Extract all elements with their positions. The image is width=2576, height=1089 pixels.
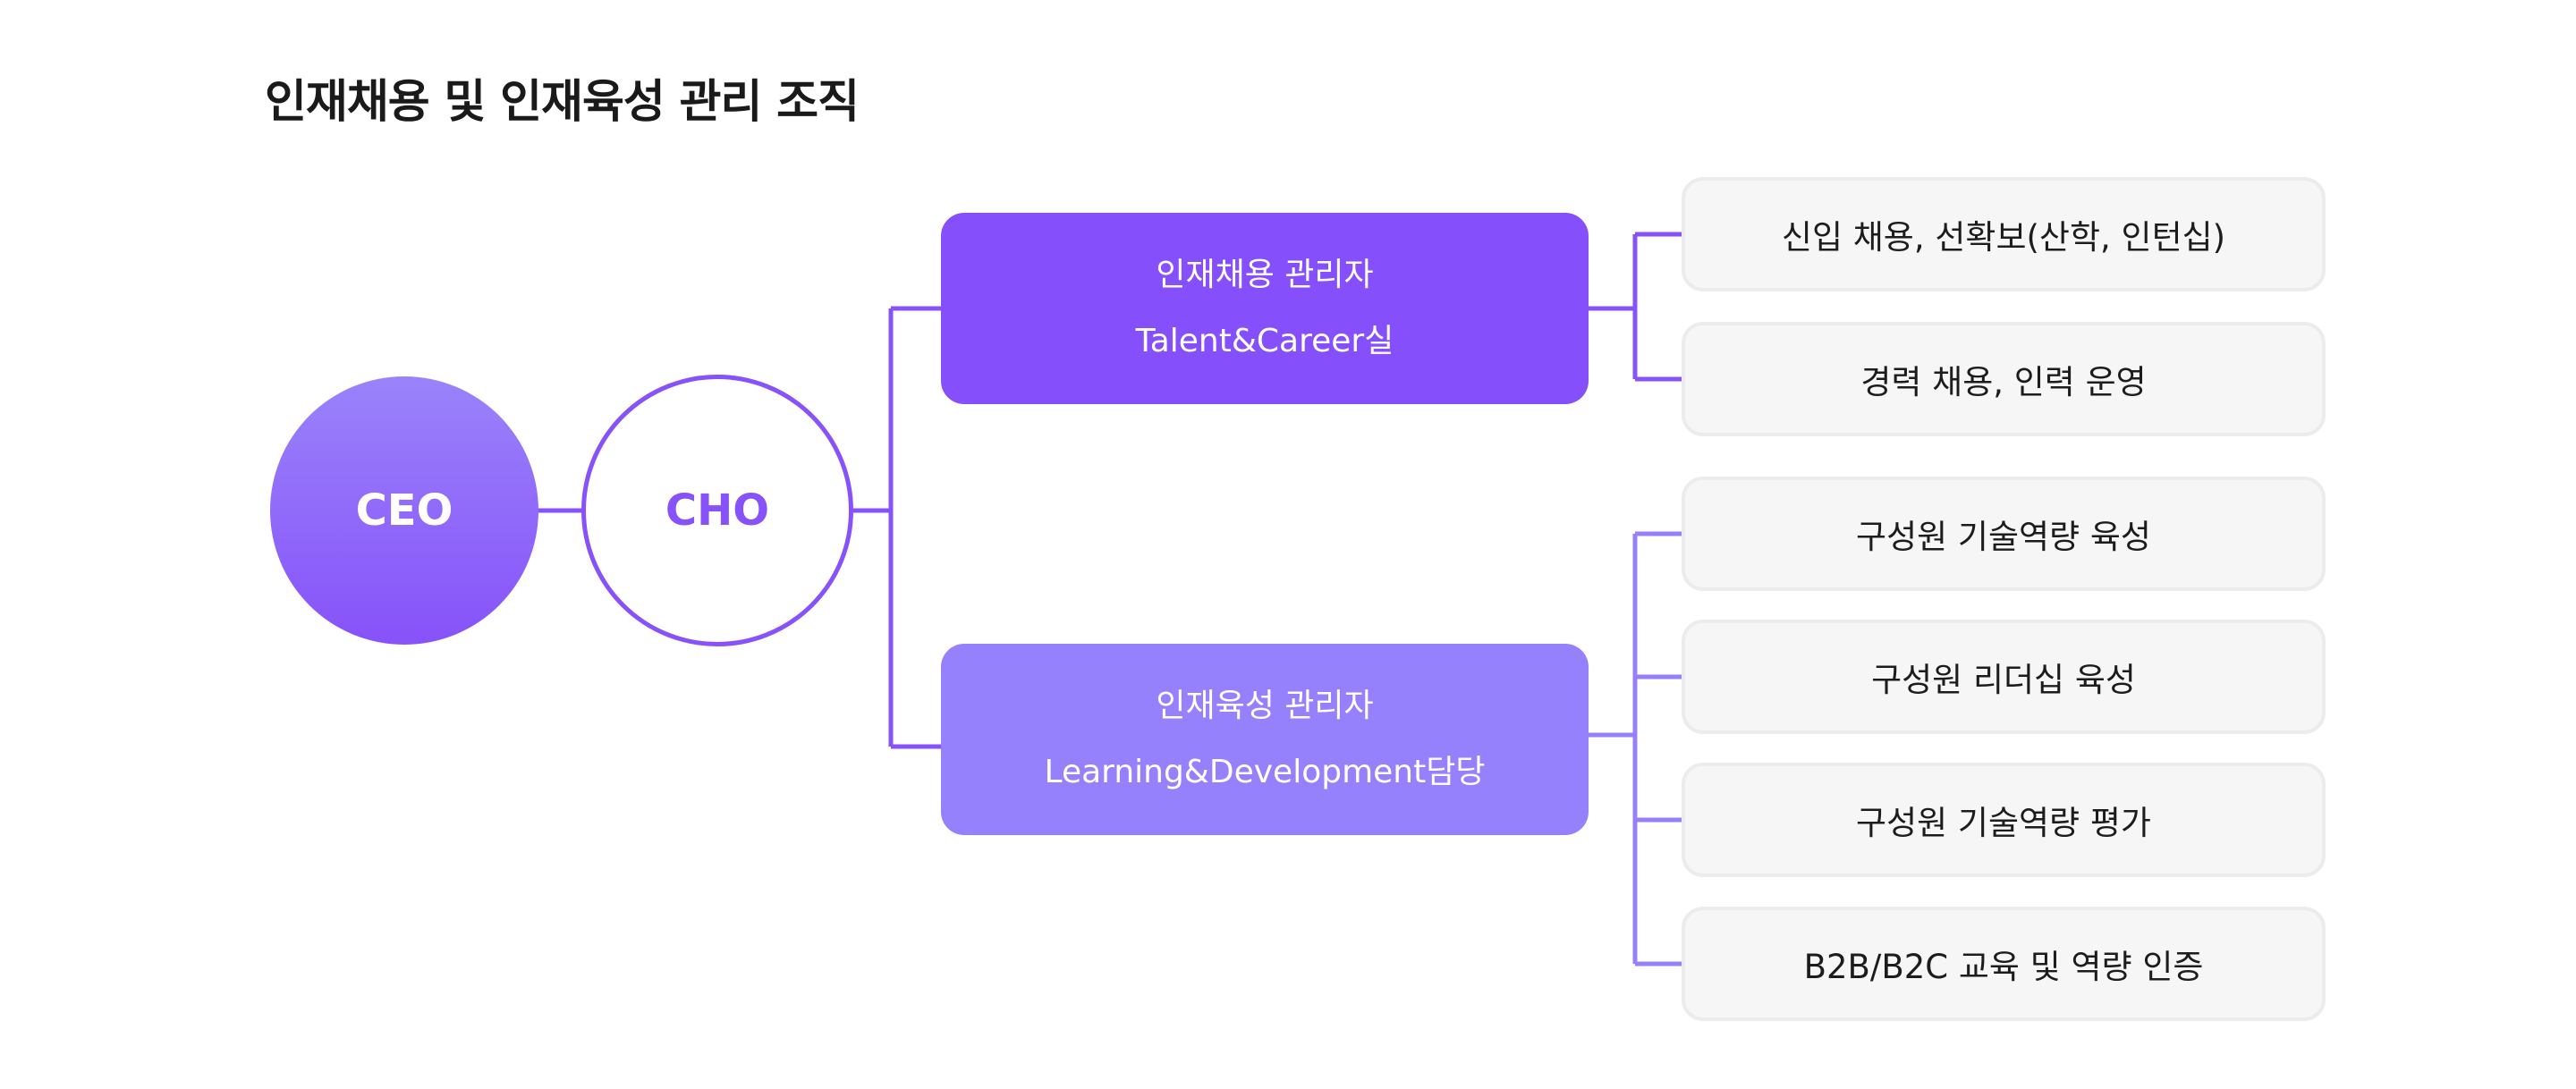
- ceo-node: CEO: [270, 376, 538, 645]
- learning-manager-title: 인재육성 관리자: [1156, 688, 1374, 724]
- ceo-label: CEO: [355, 485, 453, 536]
- diagram-title: 인재채용 및 인재육성 관리 조직: [265, 76, 860, 129]
- learning-task-label: 구성원 기술역량 육성: [1856, 518, 2151, 556]
- learning-task-label: 구성원 리더십 육성: [1871, 661, 2136, 699]
- learning-task-label: B2B/B2C 교육 및 역량 인증: [1803, 948, 2204, 986]
- learning-task-box: 구성원 기술역량 육성: [1682, 477, 2326, 591]
- learning-task-box: 구성원 기술역량 평가: [1682, 763, 2326, 877]
- talent-manager-title: 인재채용 관리자: [1156, 257, 1374, 293]
- talent-task-label: 경력 채용, 인력 운영: [1860, 363, 2147, 401]
- cho-label: CHO: [665, 485, 770, 536]
- talent-manager-box: 인재채용 관리자 Talent&Career실: [941, 213, 1589, 404]
- cho-manager-branch: [853, 306, 943, 749]
- talent-task-box: 신입 채용, 선확보(산학, 인턴십): [1682, 177, 2326, 291]
- learning-manager-box: 인재육성 관리자 Learning&Development담당: [941, 644, 1589, 835]
- talent-task-branch: [1587, 232, 1683, 382]
- talent-task-box: 경력 채용, 인력 운영: [1682, 322, 2326, 436]
- learning-task-box: B2B/B2C 교육 및 역량 인증: [1682, 907, 2326, 1021]
- learning-task-box: 구성원 리더십 육성: [1682, 620, 2326, 734]
- learning-manager-subtitle: Learning&Development담당: [1044, 754, 1486, 790]
- learning-task-branch: [1587, 531, 1683, 967]
- talent-task-label: 신입 채용, 선확보(산학, 인턴십): [1781, 218, 2226, 257]
- cho-node: CHO: [581, 375, 853, 646]
- talent-manager-subtitle: Talent&Career실: [1135, 323, 1394, 359]
- learning-task-label: 구성원 기술역량 평가: [1856, 804, 2151, 842]
